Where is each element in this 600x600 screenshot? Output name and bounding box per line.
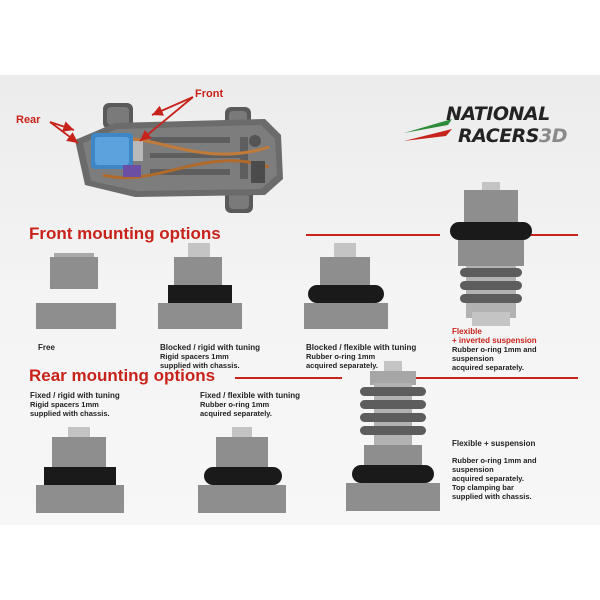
front-inverted-suspension-diagram — [450, 182, 532, 326]
rear-option-rigid-caption: Fixed / rigid with tuning Rigid spacers … — [30, 391, 120, 418]
front-option-rigid-caption: Blocked / rigid with tuning Rigid spacer… — [160, 343, 260, 370]
rear-option-suspension-caption: Flexible + suspension Rubber o-ring 1mm … — [452, 439, 537, 501]
brand-logo: NATIONAL RACERS3D — [402, 103, 577, 153]
rear-section-title: Rear mounting options — [29, 366, 216, 385]
front-option-flexible-caption: Blocked / flexible with tuning Rubber o-… — [306, 343, 417, 370]
rear-title-rule — [235, 377, 342, 379]
callout-arrows — [49, 96, 194, 144]
front-option-inverted-caption: Flexible + inverted suspension Rubber o-… — [452, 327, 537, 372]
logo-line2: RACERS3D — [458, 125, 568, 147]
front-rigid-diagram — [158, 243, 242, 329]
logo-line1: NATIONAL — [446, 103, 550, 125]
front-title-rule-2 — [530, 234, 578, 236]
rear-title-rule-2 — [412, 377, 578, 379]
rear-option-flexible-caption: Fixed / flexible with tuning Rubber o-ri… — [200, 391, 301, 418]
front-option-free-caption: Free — [38, 343, 55, 352]
front-label: Front — [195, 88, 224, 100]
infographic-panel: Rear Front NATIONAL RACERS3D Front mount… — [0, 75, 600, 525]
front-section-title: Front mounting options — [29, 224, 221, 243]
rear-rigid-diagram — [36, 427, 124, 513]
front-free-diagram — [36, 253, 116, 329]
rear-label: Rear — [16, 114, 41, 126]
rear-flexible-diagram — [198, 427, 286, 513]
chassis-photo — [75, 103, 283, 213]
logo-swoosh-icon — [404, 119, 452, 141]
front-flexible-diagram — [304, 243, 388, 329]
rear-suspension-diagram — [346, 361, 440, 511]
front-title-rule — [306, 234, 440, 236]
